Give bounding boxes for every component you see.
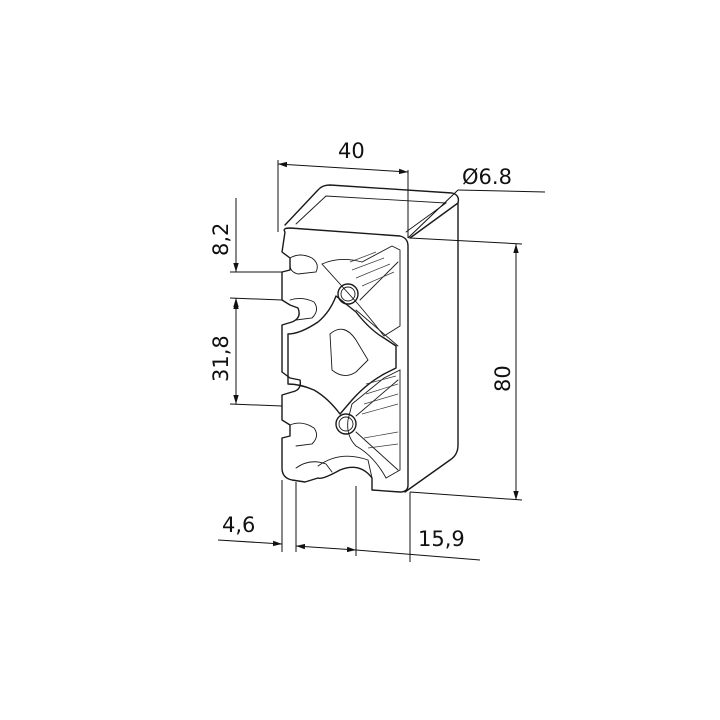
upper-cavity <box>321 245 401 337</box>
center-channel <box>287 295 397 415</box>
center-channel-shade <box>329 328 369 376</box>
core-hole-top <box>337 283 359 305</box>
bottom-slot-detail <box>295 461 333 473</box>
upper-slot-detail-2 <box>289 297 317 321</box>
label-slot-mid: 31,8 <box>209 335 233 382</box>
profile-right-face <box>404 202 459 493</box>
dimension-bottom: 4,6 15,9 <box>217 480 481 562</box>
web-upper-a <box>359 261 399 301</box>
core-hole-bottom <box>335 413 357 435</box>
lower-cavity <box>347 369 401 479</box>
label-width: 40 <box>338 139 365 163</box>
upper-slot-detail <box>289 254 318 275</box>
profile-front-outline <box>281 227 409 493</box>
label-offset-right: 15,9 <box>418 527 465 551</box>
web-upper-b <box>355 309 399 347</box>
dimension-height: 80 <box>409 237 523 501</box>
label-height: 80 <box>491 365 515 392</box>
core-hole-top-inner <box>340 286 356 302</box>
label-slot-top: 8,2 <box>209 223 233 256</box>
dimension-slot-top: 8,2 <box>209 198 283 312</box>
label-offset-left: 4,6 <box>222 513 255 537</box>
web-lower-b <box>355 431 399 471</box>
dimension-slot-mid: 31,8 <box>209 300 283 407</box>
bottom-slot-detail-2 <box>317 455 373 479</box>
lower-slot-detail <box>289 422 317 447</box>
wall-hatching <box>349 251 399 449</box>
core-hole-bottom-inner <box>338 416 354 432</box>
profile-top-face <box>284 184 460 239</box>
profile-top-rim <box>295 195 448 233</box>
profile-body <box>281 184 460 493</box>
label-diameter: Ø6.8 <box>462 165 512 189</box>
dimension-width: 40 <box>277 139 409 238</box>
dimension-diameter: Ø6.8 <box>407 165 546 239</box>
web-lower-a <box>355 379 399 417</box>
